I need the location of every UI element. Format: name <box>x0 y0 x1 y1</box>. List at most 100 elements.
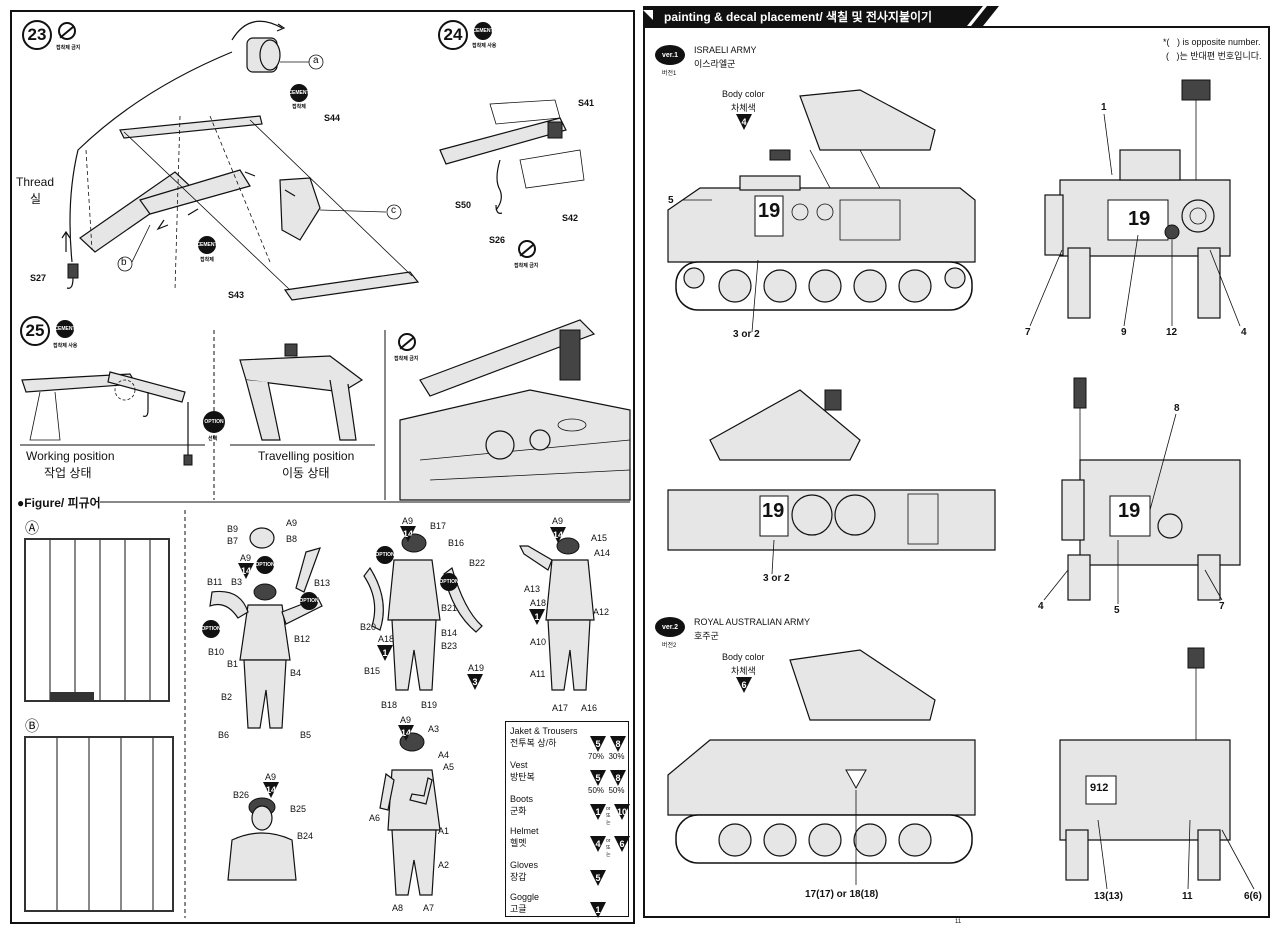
label-A12: A12 <box>593 607 610 617</box>
label-A9-a: A9 <box>400 715 412 725</box>
part-s42-label: S42 <box>562 213 579 223</box>
label-B24: B24 <box>297 831 314 841</box>
sprue-b-label: Ⓑ <box>25 718 39 734</box>
label-A9-m: A9 <box>402 516 414 526</box>
legend-vest-ko: 방탄복 <box>510 772 535 782</box>
part-a-label: a <box>313 55 319 66</box>
part-s50-label: S50 <box>455 200 472 210</box>
callout-1718: 17(17) or 18(18) <box>805 889 879 900</box>
label-B26: B26 <box>233 790 250 800</box>
label-B21: B21 <box>441 603 458 613</box>
ver2-army-ko: 호주군 <box>694 631 719 641</box>
legend-boots-ko: 군화 <box>510 806 527 816</box>
label-A9-b: A9 <box>240 553 252 563</box>
legend-goggle-en: Goggle <box>510 892 540 902</box>
label-B2: B2 <box>221 692 233 702</box>
step-23-number: 23 <box>22 20 52 50</box>
ver1-badge-ko: 버전1 <box>662 71 677 77</box>
no-cement-icon <box>58 22 76 40</box>
label-B22: B22 <box>469 558 486 568</box>
part-s44-label: S44 <box>324 113 341 123</box>
legend-helmet-ko: 헬멧 <box>510 838 527 848</box>
option-badge-b3: OPTION <box>201 620 221 638</box>
label-B6: B6 <box>218 730 230 740</box>
option-badge-m2: OPTION <box>439 573 459 591</box>
label-A1: A1 <box>438 826 450 836</box>
label-A4: A4 <box>438 750 450 760</box>
ver1-badge: ver.1 <box>655 45 685 65</box>
part-b-label: b <box>121 257 127 268</box>
label-B8: B8 <box>286 534 298 544</box>
label-A18-m: A18 <box>378 634 395 644</box>
legend-gloves-en: Gloves <box>510 860 539 870</box>
working-position-label-ko: 작업 상태 <box>44 466 92 480</box>
color-legend: Jaket & Trousers 전투복 상/하 5 8 70% 30% Ves… <box>505 721 630 918</box>
callout-5b: 5 <box>1114 605 1120 616</box>
callout-3or2: 3 or 2 <box>733 329 760 340</box>
callout-7: 7 <box>1025 327 1031 338</box>
legend-vest: Vest 방탄복 5 8 50% 50% <box>510 760 628 795</box>
callout-66: 6(6) <box>1244 891 1262 902</box>
part-c-label: c <box>391 205 396 216</box>
travelling-position-label-ko: 이동 상태 <box>282 466 330 480</box>
legend-helmet-en: Helmet <box>510 826 539 836</box>
legend-vest-mix: 50% 50% <box>588 786 625 795</box>
painting-header-bar <box>643 6 999 26</box>
label-A9-bust: A9 <box>265 772 277 782</box>
no-cement-icon-25 <box>398 333 416 351</box>
option-badge-b2: OPTION <box>299 592 319 610</box>
step-24-drawing <box>439 99 585 214</box>
label-B11: B11 <box>207 577 223 587</box>
legend-gloves-ko: 장갑 <box>510 872 527 882</box>
figure-title: ●Figure/ 피규어 <box>17 496 101 510</box>
label-B20: B20 <box>360 622 377 632</box>
cement-badge: CEMENT <box>288 84 310 102</box>
part-s41-label: S41 <box>578 98 595 108</box>
label-B19: B19 <box>421 700 438 710</box>
label-A19: A19 <box>468 663 485 673</box>
ver2-badge-ko: 버전2 <box>662 643 677 649</box>
callout-4b: 4 <box>1038 601 1044 612</box>
cement-badge-24-label: 접착제 사용 <box>472 43 497 49</box>
no-cement-24-label: 접착제 금지 <box>514 263 539 269</box>
callout-8: 8 <box>1174 403 1180 414</box>
callout-1: 1 <box>1101 102 1107 113</box>
label-A7: A7 <box>423 903 435 913</box>
legend-goggle: Goggle 고글 1 <box>510 892 628 918</box>
legend-jacket-en: Jaket & Trousers <box>510 726 578 736</box>
cement-badge-2: CEMENT <box>196 236 218 254</box>
sprue-a-frame <box>24 538 170 702</box>
legend-boots-en: Boots <box>510 794 534 804</box>
label-A10: A10 <box>530 637 547 647</box>
thread-label-ko: 실 <box>30 192 42 206</box>
no-cement-label: 접착제 금지 <box>56 45 81 51</box>
travelling-position-label: Travelling position <box>258 449 355 463</box>
legend-vest-en: Vest <box>510 760 528 770</box>
label-A2: A2 <box>438 860 450 870</box>
opposite-note-ko: ( )는 반대편 번호입니다. <box>1166 51 1262 61</box>
step-24-number: 24 <box>438 20 468 50</box>
ver2-badge: ver.2 <box>655 617 685 637</box>
part-s27-label: S27 <box>30 273 47 283</box>
opposite-note-en: *( ) is opposite number. <box>1163 37 1261 47</box>
thread-label: Thread <box>16 175 55 189</box>
legend-gloves: Gloves 장갑 5 <box>510 860 628 886</box>
label-B3: B3 <box>231 577 243 587</box>
ver1b-rear-number: 19 <box>1118 500 1141 522</box>
part-s43-label: S43 <box>228 290 245 300</box>
callout-4: 4 <box>1241 327 1247 338</box>
label-A13: A13 <box>524 584 541 594</box>
cement-badge-25-label: 접착제 사용 <box>53 343 78 349</box>
ver1-body-color-ko: 차체색 <box>731 103 756 113</box>
legend-goggle-ko: 고글 <box>510 904 527 914</box>
legend-helmet: Helmet 헬멧 4 or 또는 6 <box>510 826 630 858</box>
label-B13: B13 <box>314 578 331 588</box>
label-B7: B7 <box>227 536 239 546</box>
label-A15: A15 <box>591 533 608 543</box>
label-B1: B1 <box>227 659 239 669</box>
step-25-number: 25 <box>20 316 50 346</box>
sprue-a-label: Ⓐ <box>25 520 39 536</box>
no-cement-icon-24 <box>518 240 536 258</box>
callout-9: 9 <box>1121 327 1127 338</box>
